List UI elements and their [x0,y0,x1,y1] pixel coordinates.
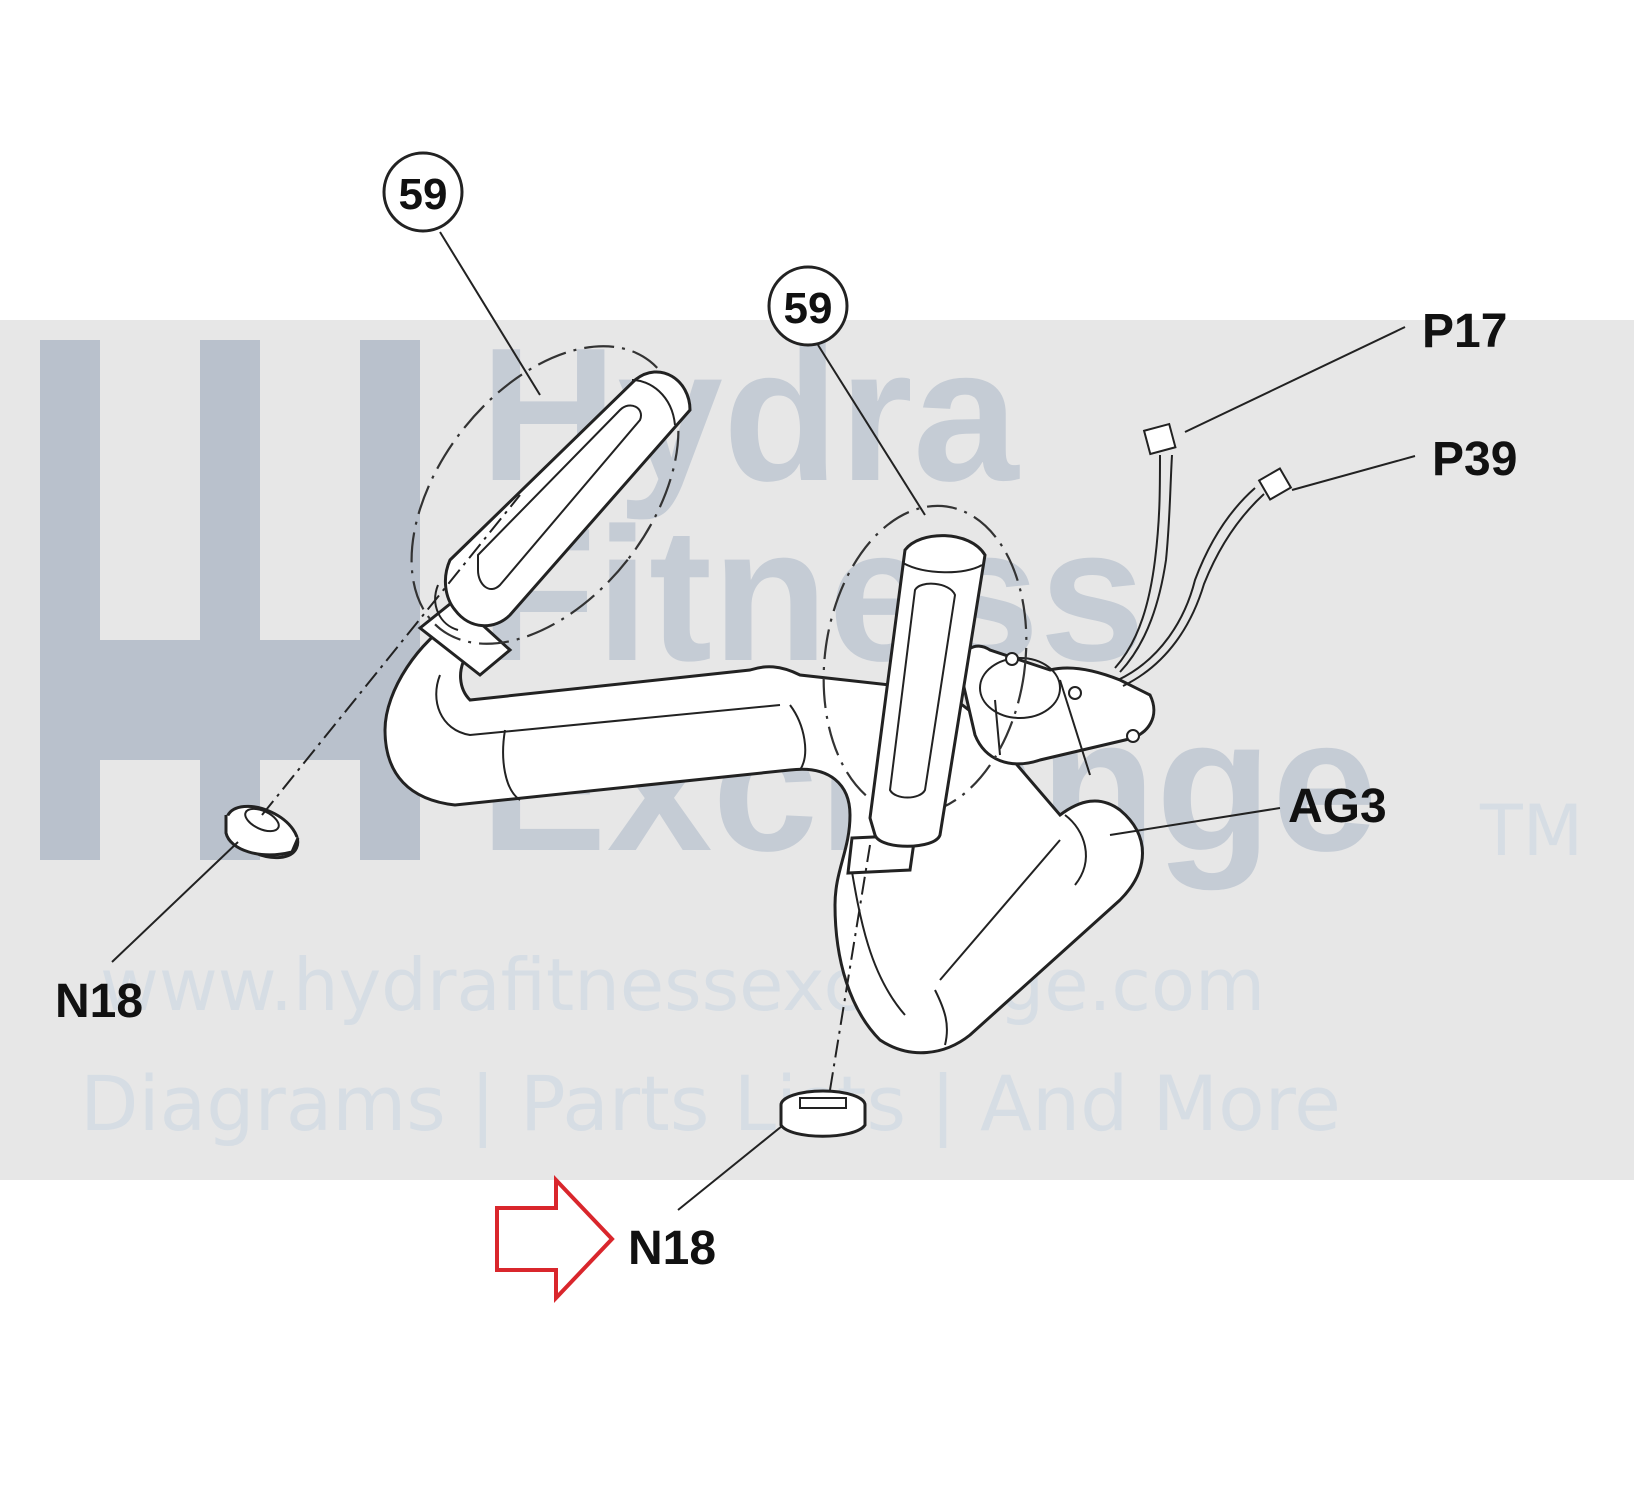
centerline-left [261,494,521,816]
watermark-trademark: TM [1479,790,1583,872]
connector-p39-icon [1257,467,1293,501]
connector-p17-icon [1142,422,1177,456]
grip-59-left [410,345,692,645]
end-cap-n18-bottom [779,1089,867,1138]
arrow-right-outline-icon [495,1174,615,1304]
label-grip-right: 59 [784,284,833,333]
watermark-logo-icon [40,340,420,860]
label-assembly: AG3 [1288,780,1387,833]
label-cap-left: N18 [55,975,143,1028]
wire-harness [1114,422,1293,687]
label-connector-p17: P17 [1422,305,1507,358]
watermark-url: www.hydrafitnessexchange.com [100,943,1265,1027]
leader-lines [111,231,1416,1211]
label-connector-p39: P39 [1432,433,1517,486]
grip-59-right [822,504,1028,848]
centerline-right [829,844,871,1091]
callout-59-left: 59 [382,151,464,233]
end-cap-n18-left [224,804,300,860]
label-grip-left: 59 [399,170,448,219]
watermark-tagline: Diagrams | Parts Lists | And More [80,1059,1341,1149]
callout-59-right: 59 [767,265,849,347]
label-cap-bottom: N18 [628,1222,716,1275]
